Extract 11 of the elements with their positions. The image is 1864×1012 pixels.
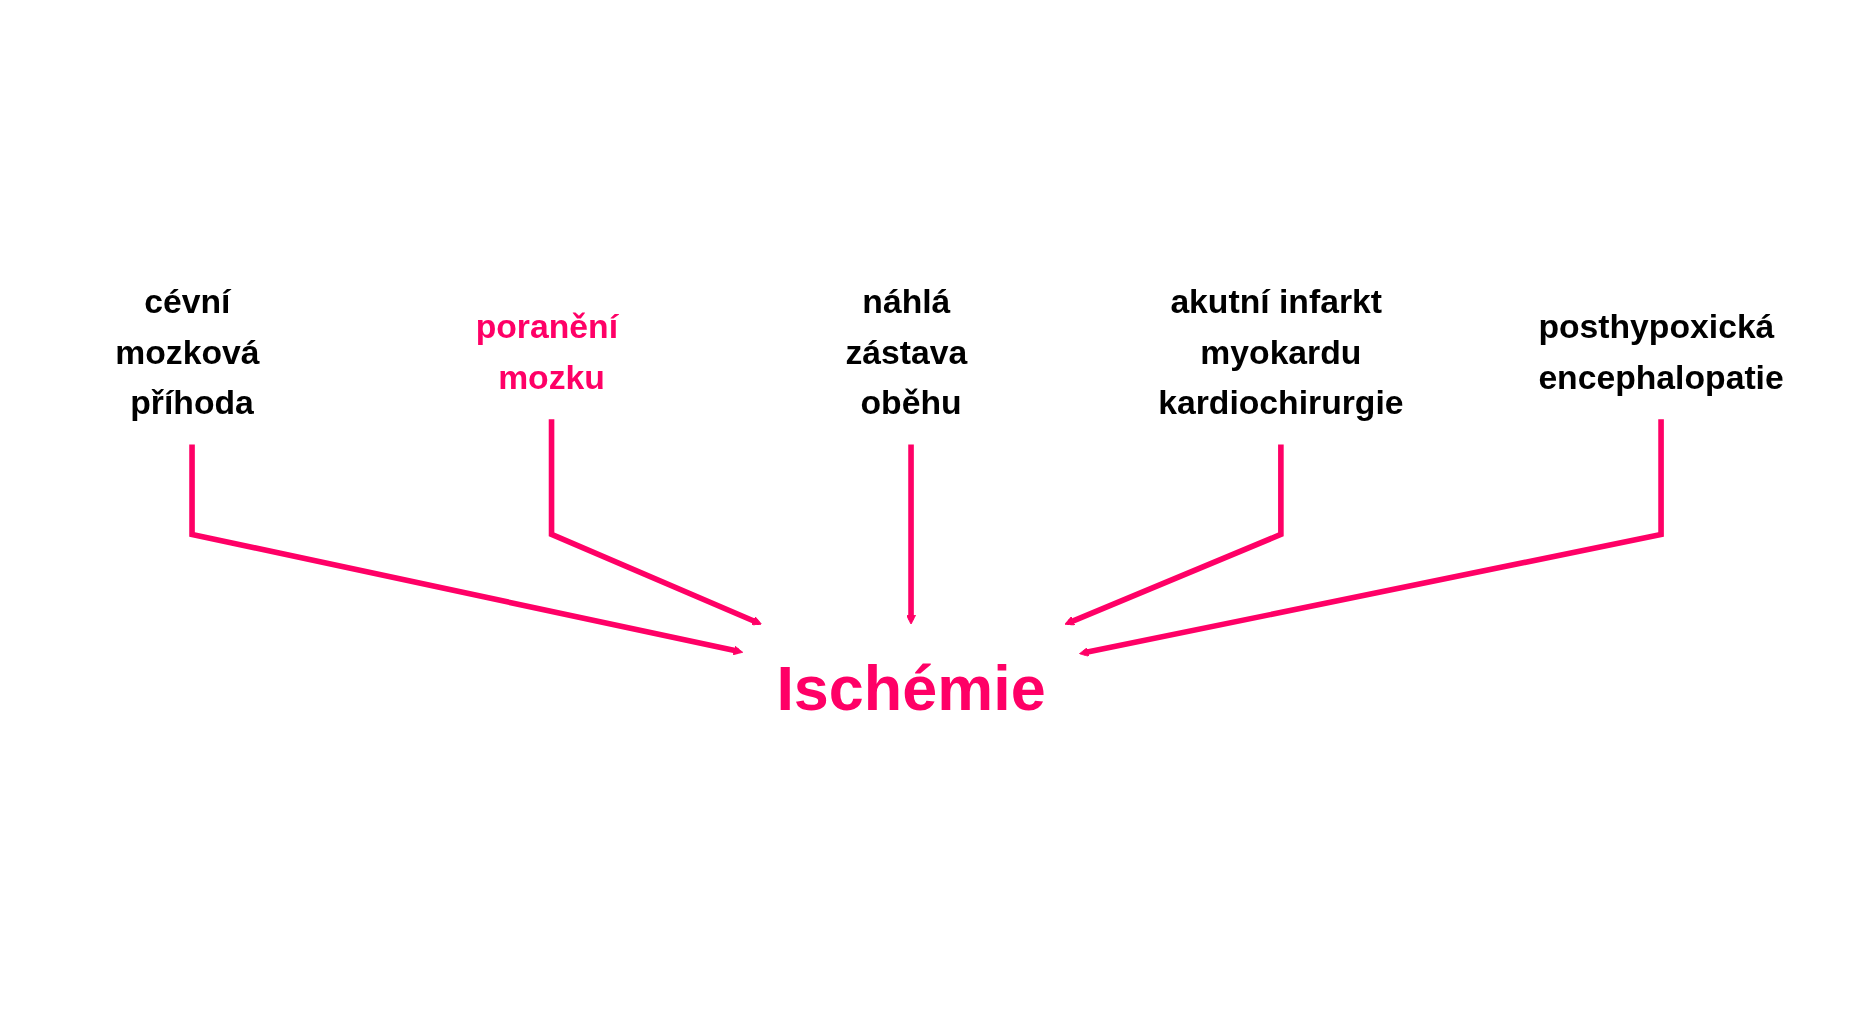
arrow [1064, 444, 1284, 626]
arrow [189, 444, 744, 656]
arrow [549, 419, 763, 626]
arrow [906, 444, 917, 625]
node-text: Ischémie [776, 652, 1046, 724]
arrow [1079, 419, 1665, 658]
node-text: náhlá zástava oběhu [845, 282, 968, 422]
node-text: poranění mozku [475, 308, 619, 396]
node-text: akutní infarkt myokardu kardiochirurgie [1158, 282, 1404, 422]
node-text: cévní mozková příhoda [115, 282, 260, 422]
node-text: posthypoxická encephalopatie [1538, 308, 1785, 396]
